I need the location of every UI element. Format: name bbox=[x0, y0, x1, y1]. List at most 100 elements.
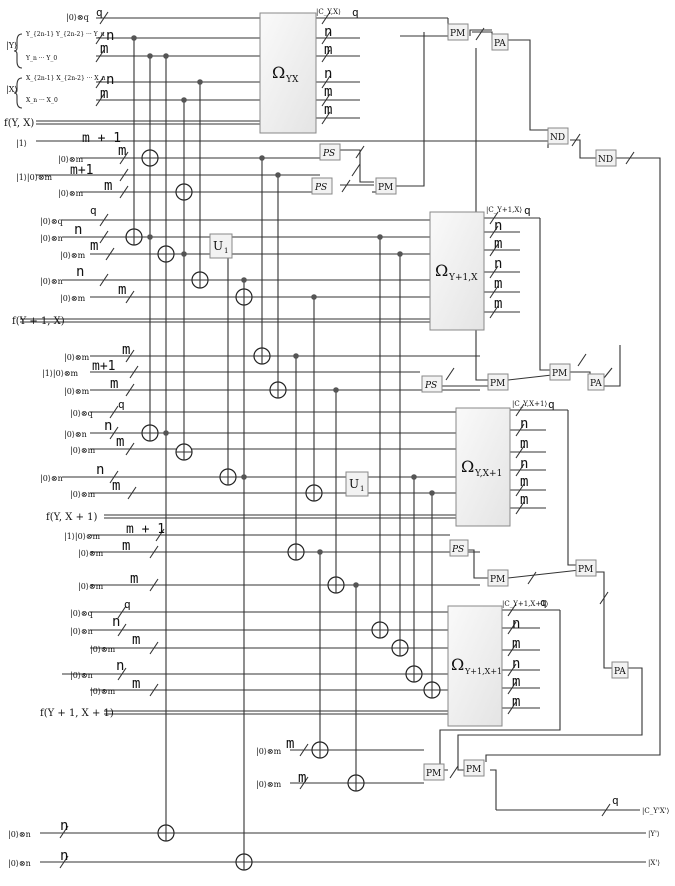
svg-text:m: m bbox=[520, 492, 528, 508]
ps-gate: PS bbox=[449, 539, 469, 557]
svg-text:|1⟩: |1⟩ bbox=[16, 139, 27, 148]
svg-text:PA: PA bbox=[590, 379, 602, 389]
svg-text:Y+1,X: Y+1,X bbox=[448, 273, 478, 283]
svg-text:|0⟩⊗m: |0⟩⊗m bbox=[64, 353, 90, 362]
svg-text:|0⟩⊗m: |0⟩⊗m bbox=[90, 687, 116, 696]
omega-y1x-block: Ω Y+1,X bbox=[429, 211, 485, 331]
svg-text:m + 1: m + 1 bbox=[82, 131, 121, 146]
svg-text:|X⟩: |X⟩ bbox=[6, 85, 18, 94]
svg-text:Ω: Ω bbox=[461, 457, 474, 476]
svg-text:X_{2n-1} X_{2n-2} ··· X_n: X_{2n-1} X_{2n-2} ··· X_n bbox=[26, 75, 106, 82]
svg-text:|C_Y,X+1⟩: |C_Y,X+1⟩ bbox=[512, 400, 547, 408]
svg-text:m: m bbox=[324, 84, 332, 100]
svg-text:n: n bbox=[324, 66, 332, 82]
svg-text:1: 1 bbox=[360, 485, 364, 493]
svg-text:m+1: m+1 bbox=[70, 163, 93, 178]
svg-text:U: U bbox=[349, 477, 359, 491]
svg-text:ND: ND bbox=[598, 155, 613, 165]
svg-text:m: m bbox=[512, 636, 520, 652]
svg-text:m: m bbox=[118, 282, 126, 298]
pm-gate: PM bbox=[375, 177, 397, 195]
svg-text:Y_n ··· Y_0: Y_n ··· Y_0 bbox=[25, 55, 57, 62]
svg-text:n: n bbox=[96, 462, 104, 478]
omega-yx1-block: Ω Y,X+1 bbox=[455, 407, 511, 527]
svg-text:|0⟩⊗n: |0⟩⊗n bbox=[8, 859, 31, 868]
svg-text:m: m bbox=[324, 102, 332, 118]
svg-text:|Y⟩: |Y⟩ bbox=[6, 41, 17, 50]
svg-text:n: n bbox=[494, 218, 502, 234]
svg-text:PM: PM bbox=[426, 769, 441, 779]
svg-text:Y_{2n-1} Y_{2n-2} ··· Y_n: Y_{2n-1} Y_{2n-2} ··· Y_n bbox=[25, 31, 105, 38]
svg-text:|0⟩⊗m: |0⟩⊗m bbox=[64, 387, 90, 396]
svg-text:q: q bbox=[124, 598, 131, 611]
svg-text:|0⟩⊗m: |0⟩⊗m bbox=[256, 780, 282, 789]
svg-text:|0⟩⊗m: |0⟩⊗m bbox=[70, 490, 96, 499]
svg-text:n: n bbox=[520, 416, 528, 432]
svg-text:PM: PM bbox=[552, 369, 567, 379]
svg-text:|0⟩⊗n: |0⟩⊗n bbox=[70, 671, 93, 680]
svg-text:PA: PA bbox=[494, 39, 506, 49]
svg-text:|0⟩⊗m: |0⟩⊗m bbox=[58, 189, 84, 198]
pm-gate: PM bbox=[447, 23, 469, 41]
svg-text:|C_Y+1,X+1⟩: |C_Y+1,X+1⟩ bbox=[502, 600, 549, 608]
svg-text:m: m bbox=[132, 632, 140, 648]
pm-gate: PM bbox=[549, 363, 571, 381]
svg-text:|Y'⟩: |Y'⟩ bbox=[648, 830, 660, 838]
svg-text:m: m bbox=[520, 474, 528, 490]
svg-text:m: m bbox=[324, 42, 332, 58]
svg-text:Y,X+1: Y,X+1 bbox=[474, 469, 502, 479]
wires bbox=[20, 17, 646, 863]
svg-text:PM: PM bbox=[466, 765, 481, 775]
svg-text:q: q bbox=[118, 398, 125, 411]
svg-text:n: n bbox=[512, 616, 520, 632]
svg-text:f(Y + 1, X): f(Y + 1, X) bbox=[12, 316, 65, 327]
svg-text:n: n bbox=[112, 614, 120, 630]
svg-text:m: m bbox=[116, 434, 124, 450]
svg-text:m: m bbox=[286, 736, 294, 752]
pm-gate: PM bbox=[487, 373, 509, 391]
pm-gate: PM bbox=[487, 569, 509, 587]
svg-text:|0⟩⊗m: |0⟩⊗m bbox=[60, 294, 86, 303]
ps-gate: PS bbox=[319, 143, 341, 161]
svg-text:m: m bbox=[100, 41, 108, 57]
svg-text:|0⟩⊗m: |0⟩⊗m bbox=[78, 582, 104, 591]
svg-text:f(Y, X + 1): f(Y, X + 1) bbox=[46, 512, 97, 523]
svg-text:|0⟩⊗q: |0⟩⊗q bbox=[40, 217, 63, 226]
svg-text:n: n bbox=[116, 658, 124, 674]
svg-text:|0⟩⊗n: |0⟩⊗n bbox=[40, 277, 63, 286]
svg-text:m: m bbox=[298, 770, 306, 786]
svg-text:1: 1 bbox=[224, 247, 228, 255]
ps-gate: PS bbox=[311, 177, 333, 195]
svg-text:q: q bbox=[540, 596, 547, 609]
svg-text:|0⟩⊗q: |0⟩⊗q bbox=[70, 609, 93, 618]
svg-text:f(Y + 1, X + 1): f(Y + 1, X + 1) bbox=[40, 708, 114, 719]
omega-y1x1-block: Ω Y+1,X+1 bbox=[447, 605, 503, 727]
svg-text:n: n bbox=[106, 28, 114, 44]
svg-text:|C_Y+1,X⟩: |C_Y+1,X⟩ bbox=[486, 206, 522, 214]
svg-text:|0⟩⊗n: |0⟩⊗n bbox=[8, 830, 31, 839]
svg-text:m: m bbox=[132, 676, 140, 692]
pm-gate: PM bbox=[575, 559, 597, 577]
svg-text:m: m bbox=[122, 538, 130, 554]
svg-text:|0⟩⊗m: |0⟩⊗m bbox=[60, 251, 86, 260]
svg-text:PS: PS bbox=[322, 149, 335, 159]
svg-text:ND: ND bbox=[550, 133, 565, 143]
svg-text:|0⟩⊗n: |0⟩⊗n bbox=[64, 430, 87, 439]
svg-text:q: q bbox=[524, 204, 531, 217]
pa-gate: PA bbox=[491, 33, 509, 51]
left-labels: |0⟩⊗q |Y⟩ |X⟩ Y_{2n-1} Y_{2n-2} ··· Y_n … bbox=[4, 13, 282, 868]
svg-text:|C_Y'X'⟩: |C_Y'X'⟩ bbox=[642, 807, 670, 815]
svg-text:|0⟩⊗m: |0⟩⊗m bbox=[256, 747, 282, 756]
svg-text:q: q bbox=[548, 398, 555, 411]
svg-text:f(Y, X): f(Y, X) bbox=[4, 118, 34, 129]
svg-text:m: m bbox=[494, 236, 502, 252]
wire-width-labels: q n m n m m + 1 m m+1 m q n m n m m m+1 … bbox=[60, 6, 619, 864]
svg-text:|0⟩⊗m: |0⟩⊗m bbox=[70, 446, 96, 455]
svg-text:n: n bbox=[520, 456, 528, 472]
svg-text:|0⟩⊗q: |0⟩⊗q bbox=[70, 409, 93, 418]
svg-text:n: n bbox=[512, 656, 520, 672]
svg-text:m: m bbox=[122, 342, 130, 358]
svg-text:|1⟩|0⟩⊗m: |1⟩|0⟩⊗m bbox=[42, 369, 79, 378]
